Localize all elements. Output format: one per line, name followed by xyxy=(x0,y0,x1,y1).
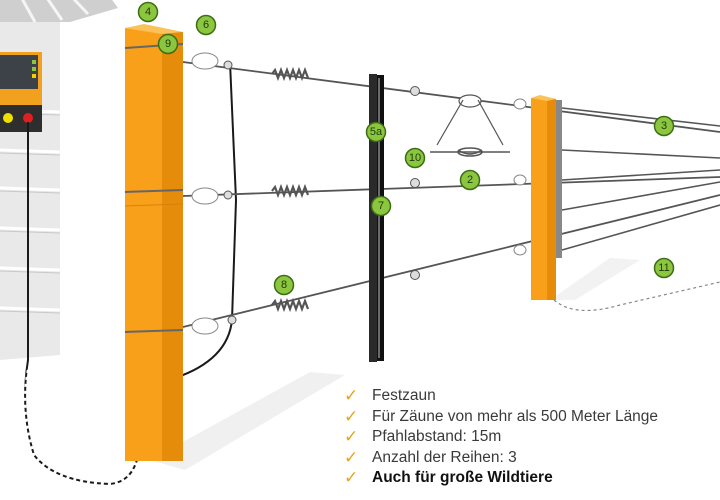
check-icon: ✓ xyxy=(344,468,359,488)
line-post xyxy=(369,74,384,362)
check-icon: ✓ xyxy=(344,427,359,447)
label-9: 9 xyxy=(157,33,179,55)
svg-text:3: 3 xyxy=(661,120,667,132)
check-icon: ✓ xyxy=(344,447,359,467)
label-5a: 5a xyxy=(365,121,387,143)
svg-text:2: 2 xyxy=(467,174,473,186)
feature-list: ✓ Festzaun ✓ Für Zäune von mehr als 500 … xyxy=(344,386,658,489)
earth-terminal-icon xyxy=(3,113,13,123)
feature-item-highlight: ✓ Auch für große Wildtiere xyxy=(344,468,658,489)
svg-text:9: 9 xyxy=(165,38,171,50)
feature-text: Festzaun xyxy=(372,387,436,405)
corner-post xyxy=(124,24,184,461)
tension-springs xyxy=(271,66,310,313)
feature-text: Pfahlabstand: 15m xyxy=(372,428,502,446)
label-3: 3 xyxy=(653,115,675,137)
label-7: 7 xyxy=(370,195,392,217)
label-2: 2 xyxy=(459,169,481,191)
feature-item: ✓ Für Zäune von mehr als 500 Meter Länge xyxy=(344,407,658,428)
label-8: 8 xyxy=(273,274,295,296)
wire-knot-detail xyxy=(430,94,510,157)
feature-text: Auch für große Wildtiere xyxy=(372,469,553,487)
svg-text:7: 7 xyxy=(378,200,384,212)
fence-terminal-icon xyxy=(23,113,33,123)
label-11: 11 xyxy=(653,257,675,279)
label-6: 6 xyxy=(195,14,217,36)
svg-text:4: 4 xyxy=(145,6,151,18)
svg-text:8: 8 xyxy=(281,279,287,291)
label-4: 4 xyxy=(137,1,159,23)
svg-text:6: 6 xyxy=(203,19,209,31)
svg-text:10: 10 xyxy=(409,152,421,164)
check-icon: ✓ xyxy=(344,386,359,406)
wire-connectors xyxy=(223,60,420,325)
feature-item: ✓ Anzahl der Reihen: 3 xyxy=(344,448,658,469)
feature-item: ✓ Pfahlabstand: 15m xyxy=(344,427,658,448)
svg-text:5a: 5a xyxy=(370,126,383,138)
feature-item: ✓ Festzaun xyxy=(344,386,658,407)
check-icon: ✓ xyxy=(344,406,359,426)
label-10: 10 xyxy=(404,147,426,169)
feature-text: Anzahl der Reihen: 3 xyxy=(372,448,517,466)
energizer-device xyxy=(0,52,42,132)
feature-text: Für Zäune von mehr als 500 Meter Länge xyxy=(372,407,659,425)
svg-text:11: 11 xyxy=(658,262,669,274)
fence-wires xyxy=(182,61,720,328)
end-post xyxy=(531,95,562,300)
corner-insulators xyxy=(191,52,219,335)
